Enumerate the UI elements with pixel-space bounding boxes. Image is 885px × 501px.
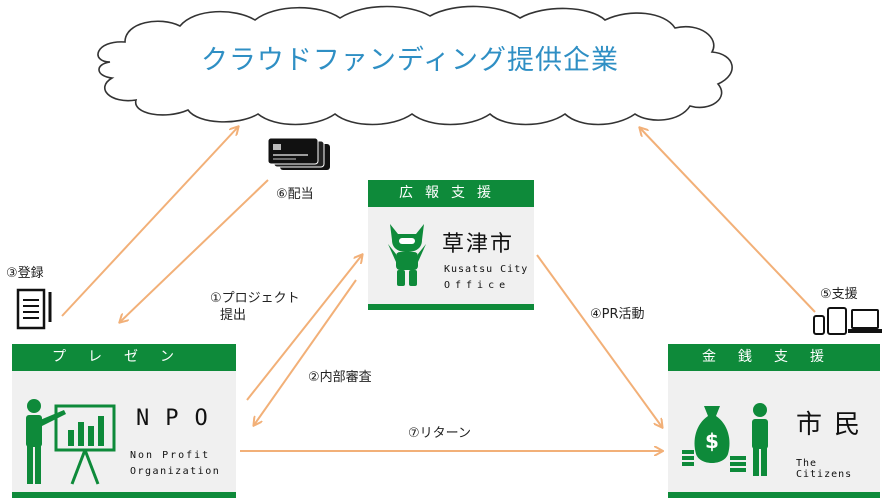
step2-label: ②内部審査 xyxy=(308,370,372,385)
cards-icon xyxy=(268,138,330,170)
npo-footer-bar xyxy=(12,492,236,498)
kusatsu-footer-bar xyxy=(368,304,534,310)
npo-header: プレゼン xyxy=(12,344,236,371)
kusatsu-en-line1: Kusatsu City xyxy=(444,264,529,275)
arrow-support xyxy=(640,128,816,313)
step6-label: ⑥配当 xyxy=(276,187,314,202)
citizens-box: 金銭支援 $ 市民 The Citizens xyxy=(668,344,880,498)
presenter-icon xyxy=(26,399,116,485)
citizens-footer-bar xyxy=(668,492,880,498)
npo-en-line2: Organization xyxy=(130,466,221,477)
money-icon: $ xyxy=(682,403,768,476)
arrow-pr xyxy=(536,254,662,427)
npo-box: プレゼン NPO Non Profit Organization xyxy=(12,344,236,498)
svg-text:$: $ xyxy=(705,429,719,453)
citizens-en: The Citizens xyxy=(796,458,853,480)
npo-name: NPO xyxy=(136,406,224,431)
citizens-header: 金銭支援 xyxy=(668,344,880,371)
arrow-register xyxy=(61,127,238,317)
arrow-review xyxy=(254,279,357,425)
document-icon xyxy=(16,288,52,330)
step5-label: ⑤支援 xyxy=(820,287,858,302)
arrow-dividend xyxy=(120,179,269,322)
mascot-icon xyxy=(388,224,426,286)
cloud-title: クラウドファンディング提供企業 xyxy=(200,45,620,76)
step1-label-line1: ①プロジェクト xyxy=(210,291,300,306)
step7-label: ⑦リターン xyxy=(408,426,472,441)
kusatsu-header: 広報支援 xyxy=(368,180,534,207)
step4-label: ④PR活動 xyxy=(590,307,645,322)
citizens-name: 市民 xyxy=(796,410,873,440)
kusatsu-name: 草津市 xyxy=(442,232,515,257)
kusatsu-en-line2: Office xyxy=(444,280,511,291)
npo-en-line1: Non Profit xyxy=(130,450,211,461)
step1-label-line2: 提出 xyxy=(220,308,247,323)
arrow-submit xyxy=(246,255,362,401)
devices-icon xyxy=(813,307,882,335)
kusatsu-city-box: 広報支援 草津市 Kusatsu City Office xyxy=(368,180,534,310)
cloud-shape xyxy=(97,5,733,126)
step3-label: ③登録 xyxy=(6,266,44,281)
